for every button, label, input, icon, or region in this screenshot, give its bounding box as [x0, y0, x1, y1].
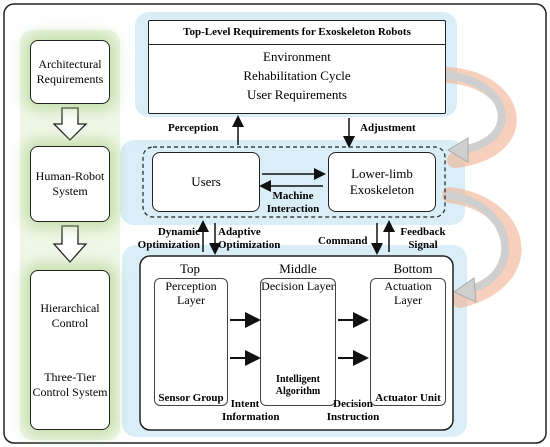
exoskeleton-label: Lower-limb Exoskeleton: [349, 165, 415, 197]
outer-frame: [3, 3, 547, 444]
gray-curve-bottom: [444, 191, 510, 294]
three-tier-control-label: Three-Tier Control System: [32, 369, 108, 399]
hierarchical-control-box: Hierarchical Control Three-Tier Control …: [30, 270, 110, 430]
intent-information-label: Intent Information: [222, 398, 280, 423]
adjustment-label: Adjustment: [360, 122, 416, 134]
users-label: Users: [191, 173, 221, 189]
top-requirements-title: Top-Level Requirements for Exoskeleton R…: [149, 21, 445, 45]
system-dashed-frame: [142, 146, 446, 218]
top-requirements-box: Top-Level Requirements for Exoskeleton R…: [148, 20, 446, 114]
feedback-signal-label: Feedback Signal: [400, 226, 446, 251]
requirement-user-requirements: User Requirements: [246, 87, 347, 103]
perception-layer-panel: [154, 278, 228, 406]
decision-instruction-label: Decision Instruction: [326, 398, 380, 423]
actuation-layer-panel: [370, 278, 446, 406]
tier-bottom-label: Bottom: [393, 261, 433, 276]
human-robot-system-label: Human-Robot System: [35, 169, 105, 198]
hollow-arrow-2: [52, 225, 88, 263]
command-label: Command: [318, 235, 368, 247]
actuation-layer-label: Actuation Layer: [384, 279, 432, 307]
tier-top-label: Top: [179, 261, 201, 276]
adaptive-optimization-label: Adaptive Optimization: [218, 226, 281, 251]
gray-curve-bottom-head: [452, 277, 477, 303]
machine-interaction-label: Machine Interaction: [266, 190, 320, 215]
sensor-group-label: Sensor Group: [158, 392, 224, 404]
hollow-arrow-1: [52, 107, 88, 141]
dynamic-optimization-label: Dynamic Optimization: [137, 226, 200, 251]
architectural-requirements-label: Architectural Requirements: [36, 57, 104, 86]
human-robot-system-box: Human-Robot System: [30, 146, 110, 222]
perception-label: Perception: [168, 122, 219, 134]
users-box: Users: [152, 152, 260, 212]
tier-middle-label: Middle: [279, 261, 317, 276]
perception-layer-label: Perception Layer: [165, 279, 217, 307]
exoskeleton-box: Lower-limb Exoskeleton: [328, 152, 436, 212]
decision-layer-label: Decision Layer: [261, 279, 335, 293]
gray-curve-top-head: [447, 137, 469, 163]
architectural-requirements-box: Architectural Requirements: [30, 40, 110, 104]
gray-curve-top: [442, 71, 506, 154]
requirement-environment: Environment: [263, 48, 331, 64]
decision-layer-panel: [260, 278, 336, 406]
requirement-rehabilitation-cycle: Rehabilitation Cycle: [243, 68, 351, 83]
hierarchical-control-label: Hierarchical Control: [40, 300, 100, 330]
intelligent-algorithm-label: Intelligent Algorithm: [275, 374, 321, 397]
actuator-unit-label: Actuator Unit: [375, 392, 441, 404]
